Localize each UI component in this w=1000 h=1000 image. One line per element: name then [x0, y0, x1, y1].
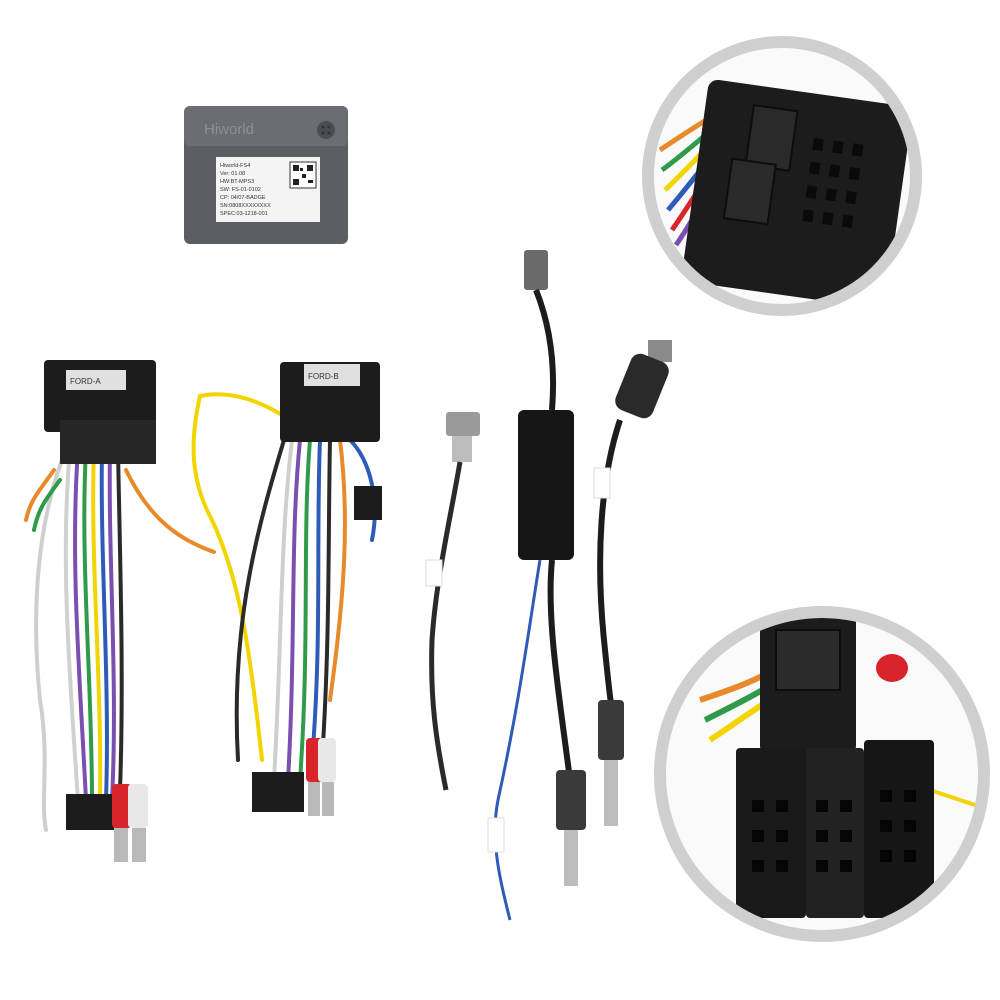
- canbus-decoder-box: Hiworld Hiworld-FS4 Ver: 01.08 HW:BT-MPS…: [184, 106, 348, 244]
- label-line-3: HW:BT-MPS3: [220, 179, 254, 185]
- label-line-5: CP: 04/07-BADGE: [220, 195, 266, 201]
- small-sensor-lead: [425, 412, 480, 791]
- label-line-4: SW: FS-01-0102: [220, 187, 261, 193]
- label-line-1: Hiworld-FS4: [220, 163, 250, 169]
- label-line-2: Ver: 01.08: [220, 171, 245, 177]
- antenna-booster-cable: [487, 250, 586, 921]
- left-rca-plugs: [112, 784, 148, 862]
- left-harness-tag: [66, 370, 126, 390]
- left-harness-tag-text: FORD-A: [70, 377, 101, 386]
- middle-harness-tag-text: FORD-B: [308, 372, 339, 381]
- left-wiring-harness: FORD-A: [24, 360, 216, 862]
- red-plug: [876, 654, 908, 682]
- label-line-6: SN:0808XXXXXXXX: [220, 203, 271, 209]
- inset-quadlock-connector: [642, 36, 922, 316]
- decoder-brand: Hiworld: [204, 121, 254, 138]
- speaker-grill-icon: [317, 121, 335, 139]
- antenna-extension-cable: [593, 340, 672, 826]
- qr-code-icon: [289, 161, 317, 189]
- middle-harness-tag: [304, 364, 360, 386]
- label-line-7: SPEC:03-1218-001: [220, 211, 268, 217]
- middle-wiring-harness: FORD-B: [191, 362, 382, 816]
- middle-rca-plugs: [306, 738, 336, 816]
- inset-iso-connector: [654, 606, 990, 942]
